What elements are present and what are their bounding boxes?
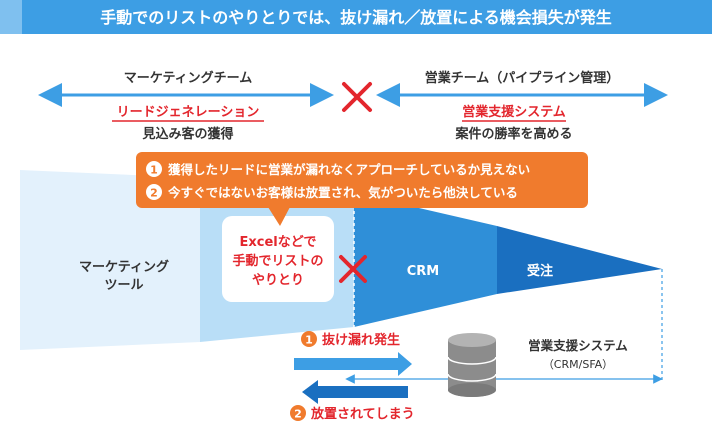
crm-label: CRM — [407, 264, 440, 279]
callout-badge-1 — [146, 161, 162, 177]
issue-1-text: 抜け漏れ発生 — [322, 332, 400, 348]
marketing-role: リードジェネレーション — [117, 105, 260, 120]
callout-badge-2-num: 2 — [150, 187, 158, 200]
excel-label-line2: 手動でリストの — [232, 253, 323, 269]
issue-1-badge — [301, 331, 317, 347]
sales-team-name: 営業チーム（パイプライン管理） — [425, 70, 620, 86]
handoff-x-icon — [339, 255, 367, 283]
header-title: 手動でのリストのやりとりでは、抜け漏れ／放置による機会損失が発生 — [100, 8, 612, 27]
callout-item-2: 今すぐではないお客様は放置され、気がついたら他決している — [167, 185, 518, 200]
problem-callout-pointer — [268, 207, 290, 226]
sales-role: 営業支援システム — [462, 104, 566, 120]
database-icon — [447, 333, 497, 397]
excel-label-line3: やりとり — [252, 273, 304, 288]
marketing-desc: 見込み客の獲得 — [141, 126, 233, 142]
funnel-marketing-section — [20, 170, 200, 350]
system-label-line1: 営業支援システム — [528, 338, 628, 353]
forward-arrow — [294, 352, 412, 376]
problem-callout — [136, 152, 588, 208]
issue-2-num: 2 — [294, 408, 302, 421]
issue-2-text: 放置されてしまう — [310, 406, 415, 422]
sales-desc: 案件の勝率を高める — [454, 126, 572, 142]
backward-arrow — [302, 380, 408, 404]
marketing-tool-label-line2: ツール — [104, 278, 143, 293]
callout-item-1: 獲得したリードに営業が漏れなくアプローチしているか見えない — [168, 162, 530, 177]
header-banner — [0, 0, 712, 34]
excel-box — [222, 216, 334, 302]
disconnect-x-icon — [342, 82, 372, 112]
callout-badge-1-num: 1 — [150, 164, 158, 177]
excel-label-line1: Excelなどで — [240, 235, 317, 250]
issue-1-num: 1 — [305, 334, 313, 347]
system-label-line2: （CRM/SFA） — [543, 358, 613, 371]
header-banner-fold — [0, 0, 22, 34]
marketing-tool-label-line1: マーケティング — [79, 259, 169, 275]
order-label: 受注 — [527, 263, 553, 279]
funnel-crm-section — [354, 193, 497, 327]
marketing-team-name: マーケティングチーム — [124, 70, 253, 86]
issue-2-badge — [290, 405, 306, 421]
funnel-order-section — [497, 226, 662, 294]
callout-badge-2 — [146, 184, 162, 200]
